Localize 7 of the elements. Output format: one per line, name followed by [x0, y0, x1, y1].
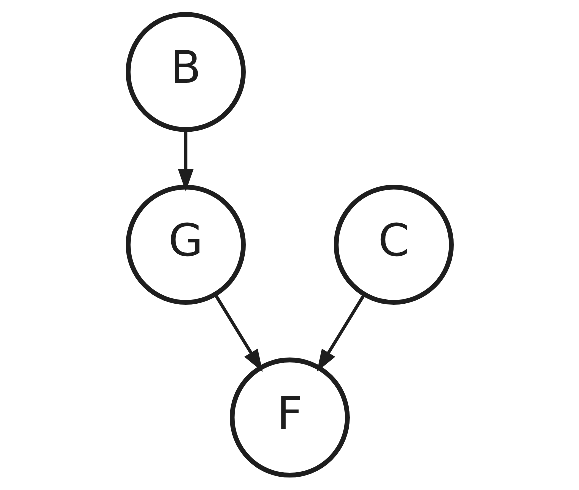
arrow [316, 294, 366, 372]
node-circle: B [126, 12, 246, 132]
node-circle: C [334, 185, 454, 305]
arrow [178, 130, 194, 192]
node-circle: G [126, 185, 246, 305]
node-circle: F [230, 358, 350, 478]
arrow [214, 294, 262, 372]
